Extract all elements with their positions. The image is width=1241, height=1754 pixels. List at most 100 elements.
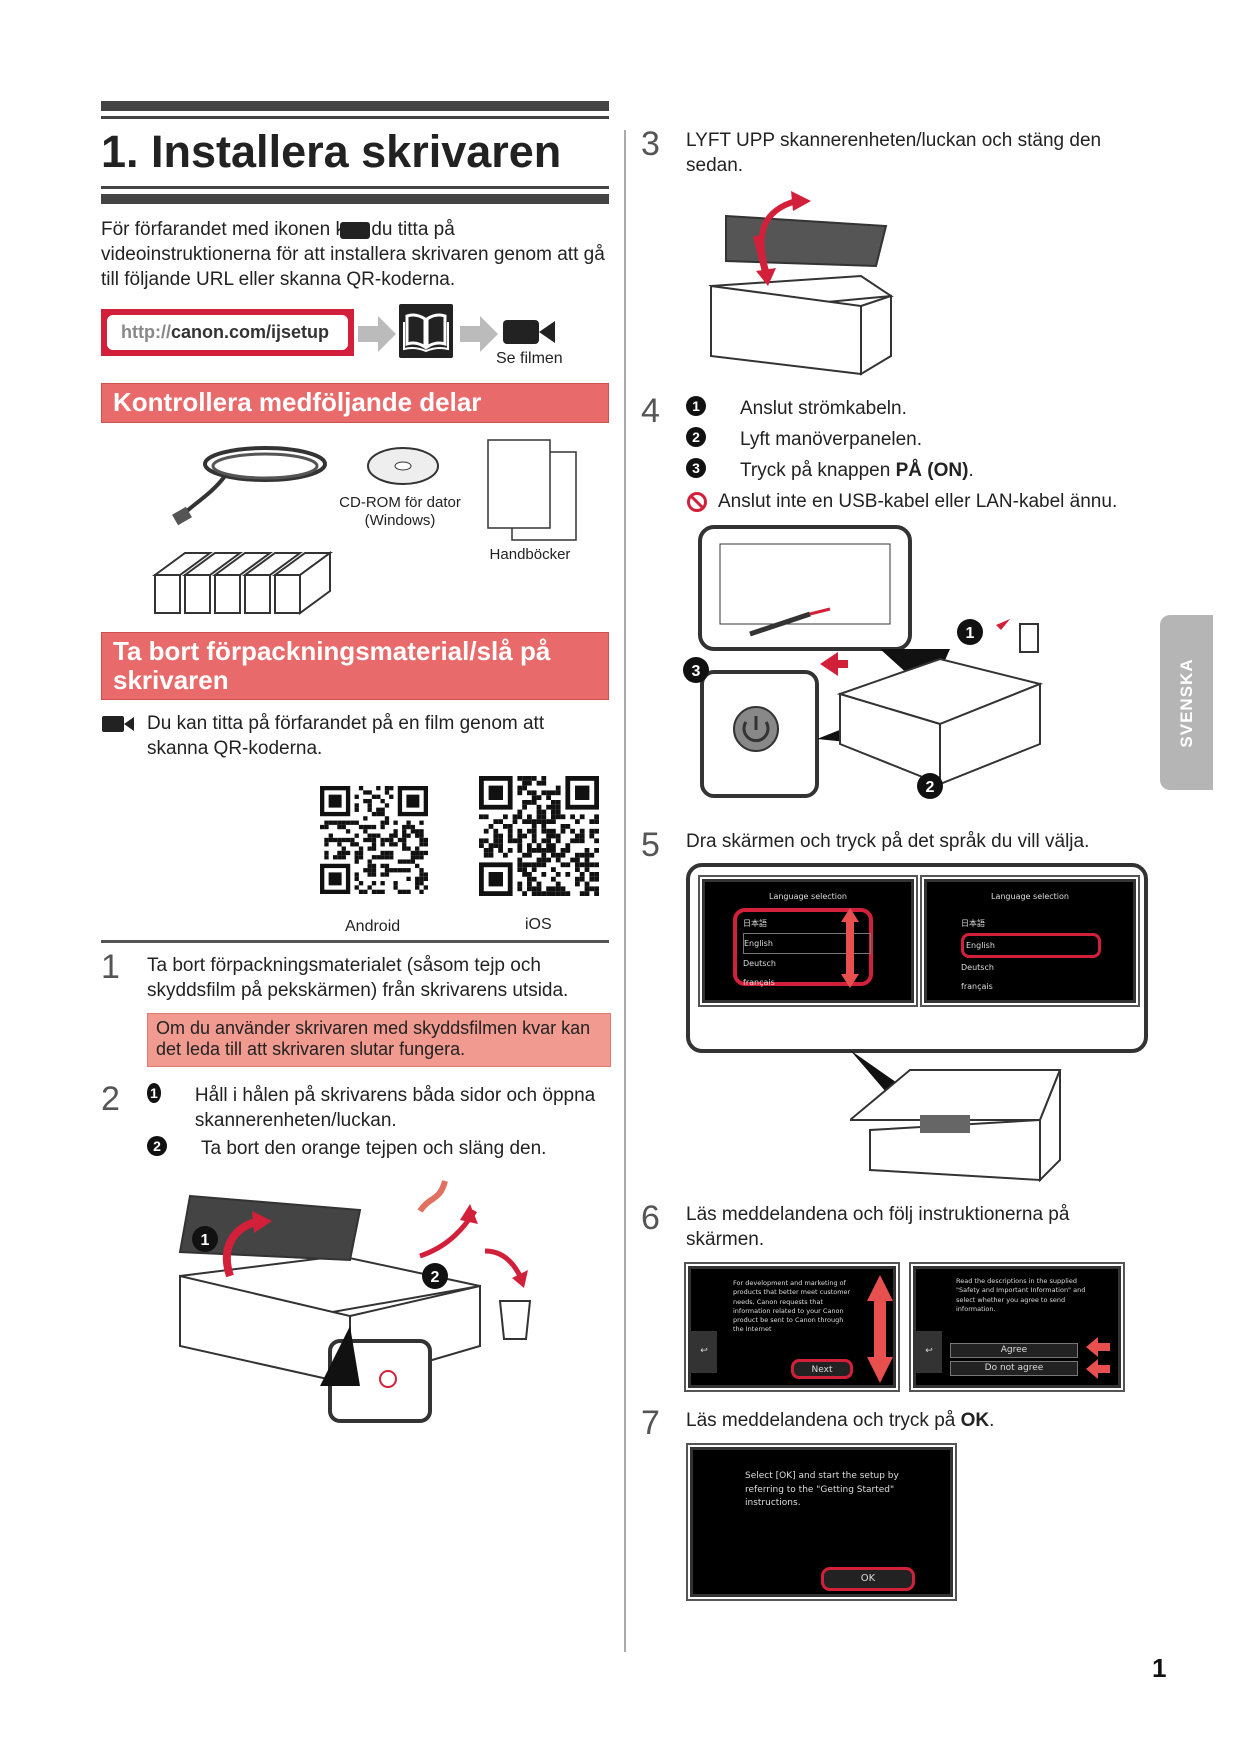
url-prefix: http:// — [121, 322, 171, 342]
back-button[interactable]: ↩ — [916, 1331, 942, 1373]
marker-3: 3 — [692, 663, 701, 680]
step1-warning: Om du använder skrivaren med skyddsfilme… — [147, 1013, 611, 1067]
step7-text: Läs meddelandena och tryck på OK. — [686, 1410, 995, 1431]
circled-number: 2 — [147, 1136, 167, 1156]
language-option[interactable]: English — [743, 933, 871, 954]
circled-number: 1 — [147, 1083, 161, 1103]
on-button-label: PÅ (ON) — [895, 460, 969, 481]
cd-rom-label: CD-ROM för dator (Windows) — [339, 494, 461, 529]
language-list: 日本語 English Deutsch français — [743, 914, 871, 992]
manual-book-icon — [399, 304, 453, 358]
step-number: 5 — [641, 826, 660, 864]
power-cord-image — [172, 446, 327, 526]
language-option[interactable]: Deutsch — [961, 963, 994, 972]
qr-ios-label: iOS — [525, 916, 552, 933]
language-screen-scroll: Language selection 日本語 English Deutsch f… — [698, 875, 918, 1007]
title-rule-bottom-thin — [101, 186, 609, 189]
language-option[interactable]: français — [961, 982, 993, 991]
qr-android-label: Android — [345, 918, 401, 935]
language-option[interactable]: 日本語 — [743, 919, 767, 928]
step4-item: Tryck på knappen — [740, 460, 896, 481]
step-number: 7 — [641, 1404, 660, 1442]
setup-screen: Select [OK] and start the setup by refer… — [686, 1443, 957, 1601]
language-side-tab: SVENSKA — [1160, 615, 1213, 790]
ink-cartridges-image — [151, 551, 334, 615]
arrow-right-icon — [460, 316, 498, 352]
marker-1: 1 — [966, 625, 975, 642]
prohibited-icon — [687, 491, 707, 512]
step4-list: 1 Anslut strömkabeln. 2 Lyft manöverpanele… — [686, 396, 1166, 514]
title-rule-top — [101, 101, 609, 111]
marker-2: 2 — [431, 1269, 440, 1286]
circled-number: 3 — [686, 458, 706, 478]
arrow-left-icons — [1086, 1337, 1110, 1379]
video-camera-icon — [503, 320, 555, 344]
circled-number: 2 — [686, 427, 706, 447]
title-rule-bottom — [101, 194, 609, 204]
step4-warning: Anslut inte en USB-kabel eller LAN-kabel… — [718, 491, 1118, 512]
step2-item: Ta bort den orange tejpen och släng den. — [201, 1138, 547, 1159]
marker-2: 2 — [926, 779, 935, 796]
next-button[interactable]: Next — [791, 1359, 853, 1379]
step-number: 2 — [101, 1080, 120, 1118]
arrow-right-icon — [358, 316, 396, 352]
consent-screen: Read the descriptions in the supplied "S… — [909, 1262, 1125, 1392]
section-header-unpack: Ta bort förpackningsmaterial/slå på skri… — [101, 632, 609, 700]
url-link[interactable]: canon.com/ijsetup — [170, 322, 330, 342]
setup-screen-text: Select [OK] and start the setup by refer… — [745, 1471, 899, 1508]
scroll-arrows-icon — [841, 908, 859, 988]
column-divider — [624, 130, 626, 1652]
url-box[interactable]: http://canon.com/ijsetup — [101, 309, 354, 356]
title-rule-top-thin — [101, 116, 609, 119]
language-zoom-callout: Language selection 日本語 English Deutsch f… — [686, 863, 1148, 1053]
cd-rom-image — [367, 447, 439, 485]
step-number: 4 — [641, 392, 660, 430]
language-title: Language selection — [991, 892, 1069, 901]
page-title: 1. Installera skrivaren — [101, 126, 562, 177]
step7-ok-label: OK — [960, 1410, 990, 1431]
manuals-label: Handböcker — [489, 546, 571, 563]
step5-text: Dra skärmen och tryck på det språk du vi… — [686, 831, 1090, 852]
page-number: 1 — [1152, 1653, 1167, 1683]
language-option[interactable]: English — [961, 933, 1101, 958]
side-tab-label: SVENSKA — [1177, 658, 1196, 748]
step1-text: Ta bort förpackningsmaterialet (såsom te… — [147, 955, 569, 1001]
step-number: 3 — [641, 125, 660, 163]
marker-1: 1 — [201, 1232, 210, 1249]
language-option[interactable]: Deutsch — [743, 959, 776, 968]
qr-code-ios[interactable] — [479, 776, 599, 896]
video-camera-icon — [102, 716, 134, 732]
video-icon — [340, 222, 370, 239]
back-button[interactable]: ↩ — [691, 1331, 717, 1373]
printer-panel-illustration — [850, 1050, 1062, 1183]
step6-text: Läs meddelandena och följ instruktionern… — [686, 1204, 1070, 1250]
language-option[interactable]: français — [743, 978, 775, 987]
consent-screen-text: Read the descriptions in the supplied "S… — [956, 1277, 1086, 1313]
ok-button[interactable]: OK — [821, 1567, 915, 1591]
printer-close-scanner-illustration — [708, 191, 894, 376]
qr-code-android[interactable] — [320, 786, 428, 894]
circled-number: 1 — [686, 396, 706, 416]
step-number: 6 — [641, 1199, 660, 1237]
video-note: Du kan titta på förfarandet på en film g… — [147, 713, 545, 759]
power-on-illustration: 1 2 3 — [683, 525, 1044, 799]
see-film-label: Se filmen — [496, 350, 563, 367]
step4-item: Anslut strömkabeln. — [740, 398, 907, 419]
scroll-arrows-icon — [867, 1275, 893, 1383]
section-header-parts: Kontrollera medföljande delar — [101, 383, 609, 423]
language-screen-tap: Language selection 日本語 English Deutsch f… — [920, 875, 1140, 1007]
step-number: 1 — [101, 948, 120, 986]
info-screen: For development and marketing of product… — [684, 1262, 900, 1392]
language-option[interactable]: 日本語 — [961, 919, 985, 928]
divider — [101, 940, 609, 943]
language-title: Language selection — [769, 892, 847, 901]
step4-item: Lyft manöverpanelen. — [740, 429, 923, 450]
step7-text-main: Läs meddelandena och tryck på — [686, 1410, 961, 1431]
manuals-image — [487, 439, 577, 541]
agree-button[interactable]: Agree — [950, 1343, 1078, 1358]
do-not-agree-button[interactable]: Do not agree — [950, 1361, 1078, 1376]
step3-text: LYFT UPP skannerenheten/luckan och stäng… — [686, 130, 1102, 176]
printer-open-scanner-illustration: 1 2 — [178, 1180, 532, 1423]
language-list: 日本語 English Deutsch français — [961, 914, 1101, 996]
